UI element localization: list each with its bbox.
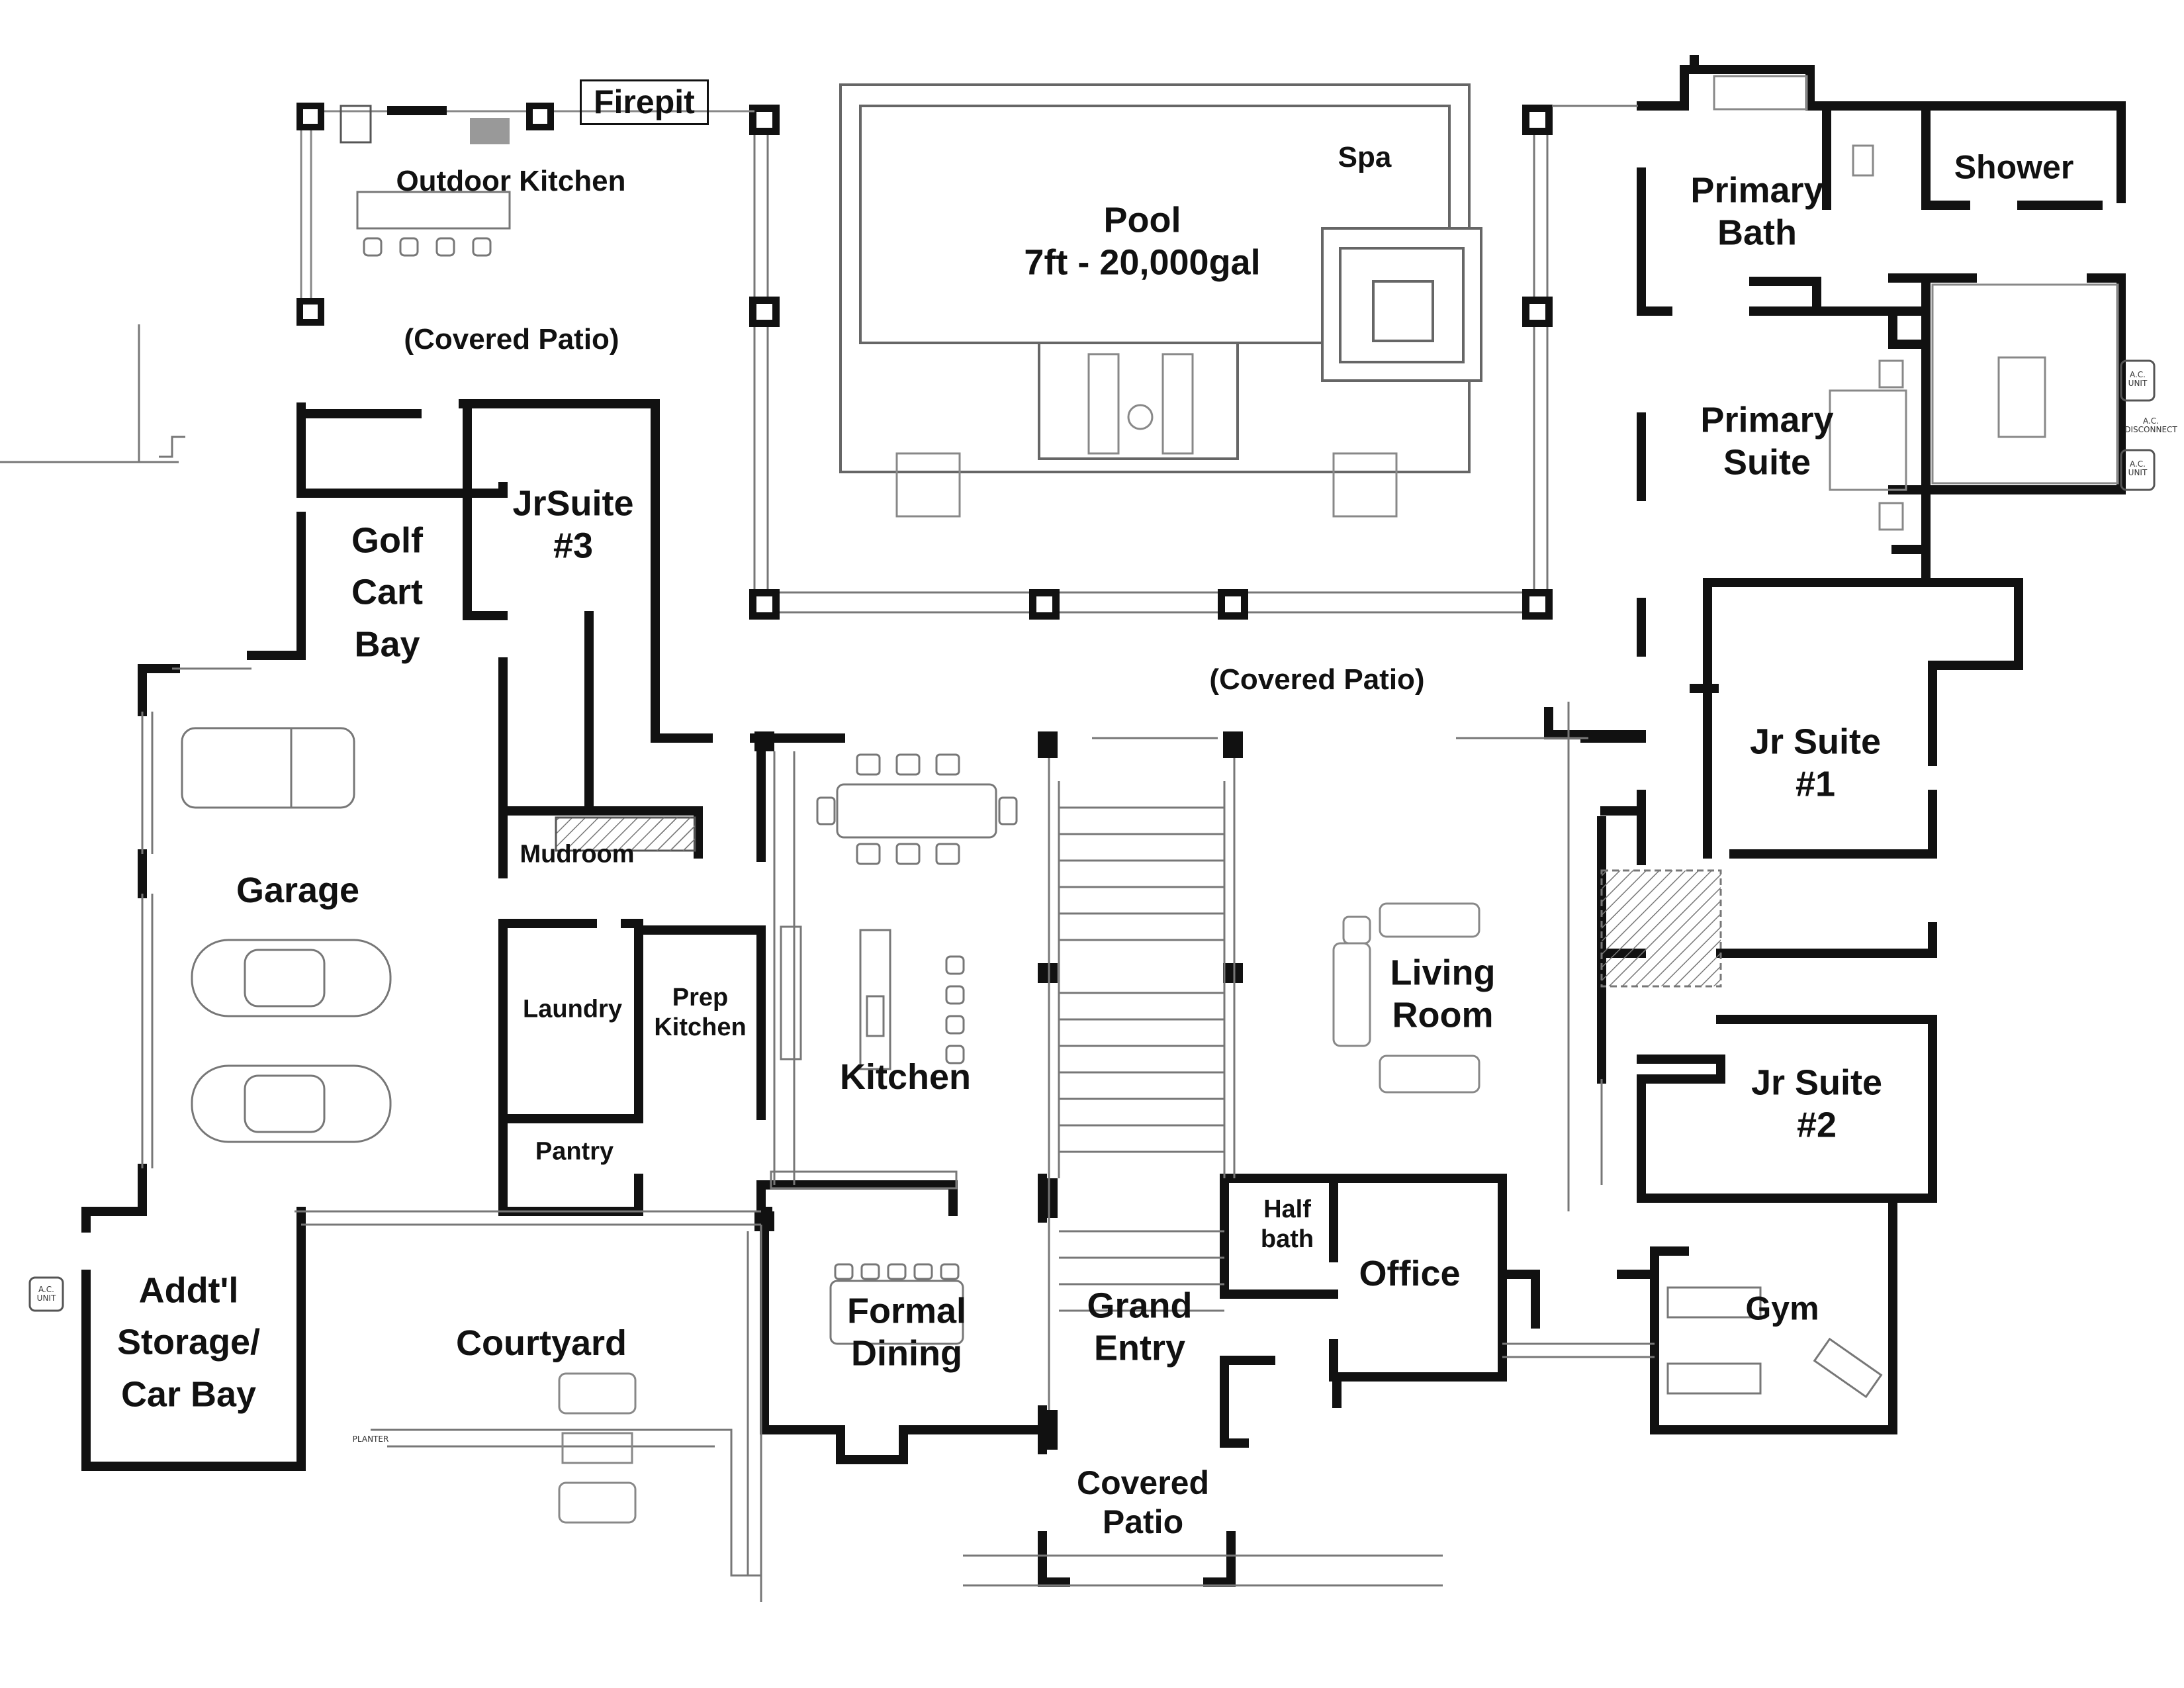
courtyard-label: Courtyard <box>455 1323 627 1364</box>
courtyard-furniture <box>558 1372 637 1524</box>
spa <box>1321 227 1482 382</box>
pavilion-columns <box>749 105 1553 620</box>
pantry-label: Pantry <box>535 1137 614 1166</box>
primary-suite-line2: Suite <box>1723 442 1811 482</box>
pool-label-line2: 7ft - 20,000gal <box>1024 242 1261 282</box>
golf-cart-bay-label: Golf Cart Bay <box>351 515 423 671</box>
covered-patio-front-label: Covered Patio <box>1077 1464 1209 1542</box>
spa-label: Spa <box>1338 141 1392 174</box>
formal-dining-label: Formal Dining <box>847 1290 966 1374</box>
golf-line2: Cart <box>351 572 424 612</box>
outdoor-kitchen-label: Outdoor Kitchen <box>396 165 626 198</box>
primary-bath-line1: Primary <box>1690 170 1824 211</box>
living-line1: Living <box>1390 953 1496 993</box>
addtl-line1: Addt'l <box>138 1270 239 1311</box>
gym-label: Gym <box>1745 1289 1819 1327</box>
half-line1: Half <box>1263 1196 1311 1224</box>
jr2-line2: #2 <box>1796 1105 1837 1145</box>
prep-line2: Kitchen <box>654 1013 747 1041</box>
mudroom-label: Mudroom <box>520 840 635 868</box>
formal-line2: Dining <box>851 1333 962 1373</box>
laundry-label: Laundry <box>523 995 622 1023</box>
ac-unit-label-2: A.C. UNIT <box>2128 459 2148 478</box>
kitchen-island <box>770 925 965 1190</box>
cov-front-line1: Covered <box>1076 1464 1210 1501</box>
primary-suite-furnishings <box>1713 75 2119 531</box>
office-label: Office <box>1359 1254 1461 1294</box>
covered-patio-mid-label: (Covered Patio) <box>1209 663 1425 696</box>
grand-line2: Entry <box>1093 1328 1186 1368</box>
living-line2: Room <box>1392 995 1494 1035</box>
outdoor-kitchen-frame <box>296 103 754 326</box>
pool-label-line1: Pool <box>1103 200 1181 240</box>
center-columns <box>754 731 1243 1450</box>
ac-unit-label-3: A.C. UNIT <box>36 1285 56 1303</box>
prep-line1: Prep <box>672 984 729 1012</box>
planter-label: PLANTER <box>352 1434 389 1444</box>
jr2-line1: Jr Suite <box>1751 1062 1883 1103</box>
primary-bath-label: Primary Bath <box>1690 169 1823 254</box>
half-bath-label: Half bath <box>1261 1195 1314 1254</box>
shower-label: Shower <box>1954 148 2074 186</box>
hatched-areas <box>555 816 1722 988</box>
ac-disconnect-label: A.C. DISCONNECT <box>2124 416 2177 435</box>
addtl-storage-label: Addt'l Storage/ Car Bay <box>117 1265 260 1421</box>
living-room-sofas <box>1332 902 1480 1094</box>
jrsuite3-label: JrSuite #3 <box>512 483 633 567</box>
pool-label: Pool 7ft - 20,000gal <box>1024 199 1260 283</box>
addtl-line2: Storage/ <box>116 1322 261 1362</box>
formal-line1: Formal <box>846 1291 967 1331</box>
addtl-line3: Car Bay <box>120 1374 257 1415</box>
half-line2: bath <box>1260 1225 1314 1253</box>
primary-bath-line2: Bath <box>1717 212 1797 252</box>
exterior-walls <box>81 55 2126 1587</box>
pool-loungers <box>895 353 1398 518</box>
jr-suite-2-label: Jr Suite #2 <box>1751 1062 1882 1146</box>
ac-unit-label-1: A.C. UNIT <box>2128 370 2148 389</box>
grand-line1: Grand <box>1087 1286 1193 1326</box>
grand-entry-label: Grand Entry <box>1087 1285 1192 1369</box>
jrsuite3-line2: #3 <box>553 526 594 565</box>
cov-front-line2: Patio <box>1102 1503 1184 1540</box>
interior-lines <box>0 105 1655 1602</box>
gym-equipment <box>1666 1286 1883 1399</box>
pool-pavilion-frame <box>753 119 1549 614</box>
kitchen-label: Kitchen <box>839 1057 972 1098</box>
covered-patio-top-label: (Covered Patio) <box>404 323 619 356</box>
prep-kitchen-label: Prep Kitchen <box>654 983 746 1043</box>
kitchen-dining-table <box>816 753 1018 865</box>
jr-suite-1-label: Jr Suite #1 <box>1750 721 1881 805</box>
primary-suite-label: Primary Suite <box>1700 399 1833 483</box>
garage-label: Garage <box>236 870 360 911</box>
jr1-line1: Jr Suite <box>1749 722 1882 762</box>
golf-line1: Golf <box>351 520 423 561</box>
jr1-line2: #1 <box>1795 764 1836 804</box>
jrsuite3-line1: JrSuite <box>512 483 634 524</box>
ac-units <box>28 359 2156 1312</box>
garage-vehicles <box>181 727 392 1143</box>
firepit-label: Firepit <box>580 79 709 125</box>
formal-dining-table <box>829 1263 964 1345</box>
primary-suite-line1: Primary <box>1700 400 1834 440</box>
living-room-label: Living Room <box>1390 952 1496 1036</box>
golf-line3: Bay <box>354 624 420 665</box>
